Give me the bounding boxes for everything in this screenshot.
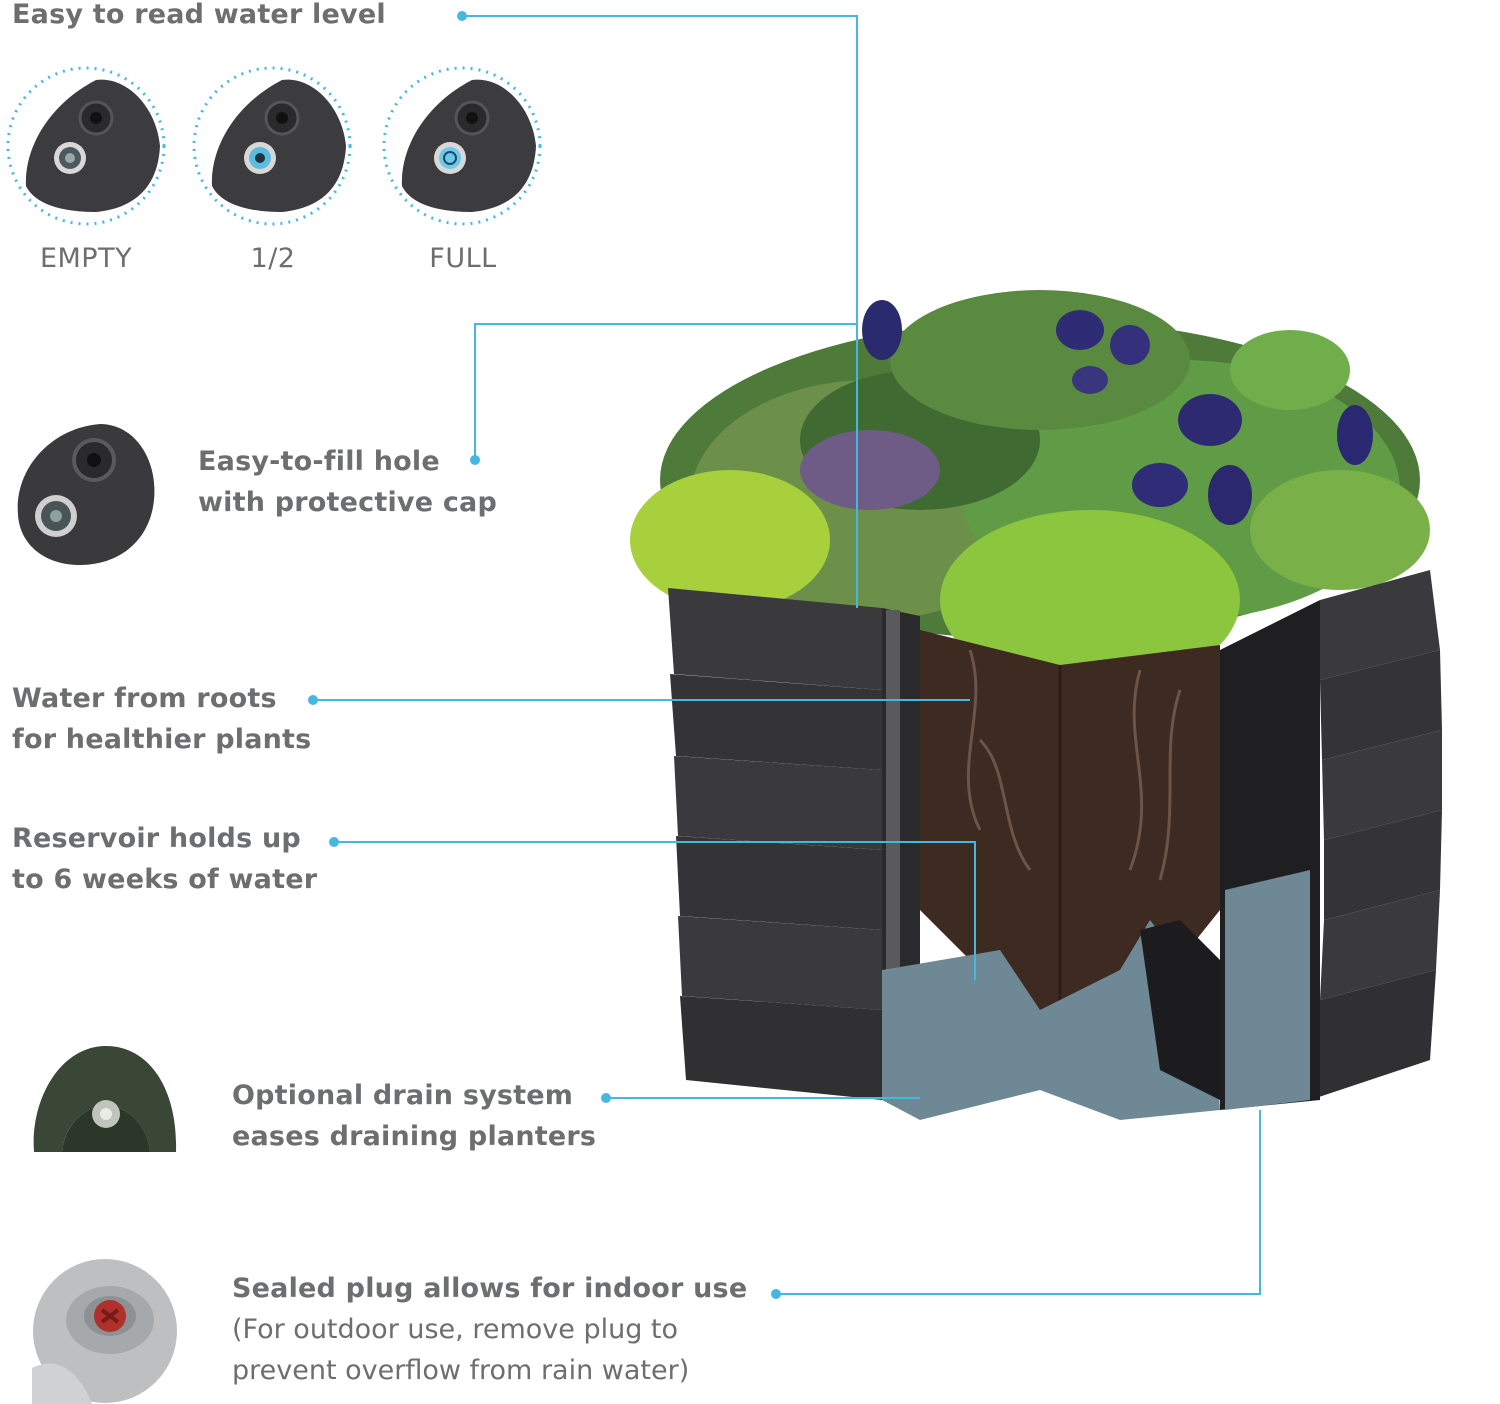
callout-dot-roots xyxy=(308,695,318,705)
feature-drain-line1: Optional drain system xyxy=(232,1080,574,1111)
callout-dot-drain xyxy=(601,1093,611,1103)
level-label-half: 1/2 xyxy=(250,243,296,274)
fill-hole-icon xyxy=(17,424,155,565)
feature-reservoir-line2: to 6 weeks of water xyxy=(12,864,318,895)
feature-plug-note-line1: (For outdoor use, remove plug to xyxy=(232,1314,679,1345)
planter-right-wall xyxy=(1220,570,1442,1110)
callout-line-plug xyxy=(776,1110,1261,1295)
callout-line-water-level xyxy=(462,15,858,608)
feature-roots-line1: Water from roots xyxy=(12,683,277,714)
feature-plug-title: Sealed plug allows for indoor use xyxy=(232,1273,748,1304)
water-reservoir xyxy=(882,920,1220,1120)
water-level-gauges xyxy=(6,66,542,226)
callout-line-fill-hole xyxy=(474,323,857,460)
callout-dot-fill-hole xyxy=(470,455,480,465)
gauge-empty-icon xyxy=(6,66,166,226)
soil-cutaway xyxy=(920,630,1220,1010)
callout-dot-reservoir xyxy=(329,837,339,847)
gauge-half-icon xyxy=(192,66,352,226)
callout-dot-water-level xyxy=(457,11,467,21)
feature-plug-note-line2: prevent overflow from rain water) xyxy=(232,1355,690,1386)
gauge-full-icon xyxy=(382,66,542,226)
callout-dot-plug xyxy=(771,1289,781,1299)
feature-roots-line2: for healthier plants xyxy=(12,724,312,755)
drain-icon xyxy=(33,1046,177,1152)
feature-fill-hole-line1: Easy-to-fill hole xyxy=(198,446,440,477)
plant-foliage xyxy=(630,290,1430,690)
planter-cutaway-illustration xyxy=(630,290,1442,1120)
sealed-plug-icon xyxy=(32,1259,177,1404)
level-label-full: FULL xyxy=(429,243,497,274)
callout-line-reservoir xyxy=(334,841,976,980)
feature-fill-hole-line2: with protective cap xyxy=(198,487,497,518)
planter-left-wall xyxy=(668,588,920,1100)
level-label-empty: EMPTY xyxy=(39,243,133,274)
feature-reservoir-line1: Reservoir holds up xyxy=(12,823,301,854)
feature-drain-line2: eases draining planters xyxy=(232,1121,597,1152)
water-level-heading: Easy to read water level xyxy=(12,0,386,30)
